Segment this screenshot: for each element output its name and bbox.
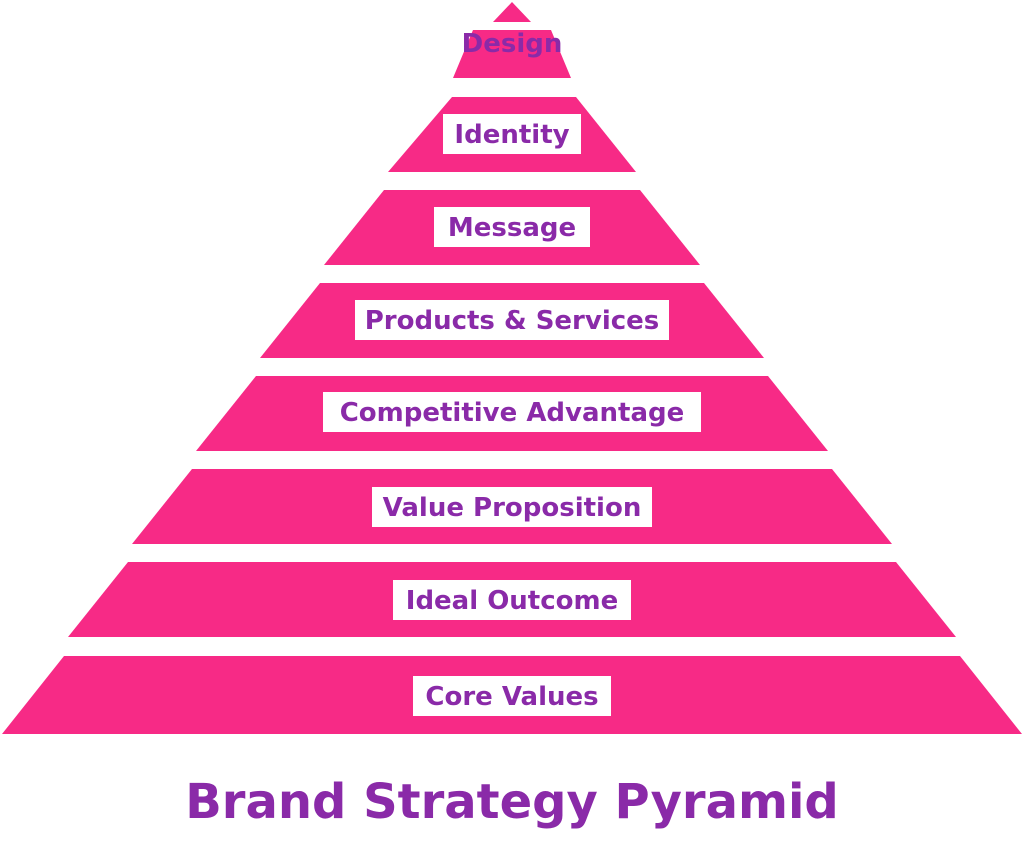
tier-label-box [355, 300, 669, 340]
tier-label: Design [462, 29, 563, 59]
tier-label: Competitive Advantage [340, 398, 685, 428]
tier-label: Identity [454, 120, 569, 150]
pyramid-tier-products-services: Products & Services [260, 283, 764, 358]
pyramid-tier-message: Message [324, 190, 700, 265]
tier-label-box [323, 392, 701, 432]
tier-label-box [413, 676, 611, 716]
pyramid-apex [493, 2, 531, 22]
tier-label: Core Values [425, 682, 598, 712]
pyramid-tier-ideal-outcome: Ideal Outcome [68, 562, 956, 637]
tier-label: Message [448, 213, 576, 243]
pyramid-tier-identity: Identity [388, 97, 636, 172]
pyramid-tier-core-values: Core Values [2, 656, 1022, 734]
pyramid-tier-value-proposition: Value Proposition [132, 469, 892, 544]
pyramid-tier-design: Design [453, 29, 571, 78]
tier-label-box [393, 580, 631, 620]
brand-pyramid-diagram: Design Identity Message Products & Servi… [2, 2, 1022, 734]
tier-label: Products & Services [365, 306, 660, 336]
tier-label: Value Proposition [383, 493, 642, 523]
tier-label: Ideal Outcome [406, 586, 618, 616]
tier-shape [453, 30, 571, 78]
pyramid-tier-competitive-advantage: Competitive Advantage [196, 376, 828, 451]
tier-label-box [434, 207, 590, 247]
diagram-title: Brand Strategy Pyramid [185, 774, 839, 830]
tier-label-box [372, 487, 652, 527]
tier-label-box [443, 114, 581, 154]
